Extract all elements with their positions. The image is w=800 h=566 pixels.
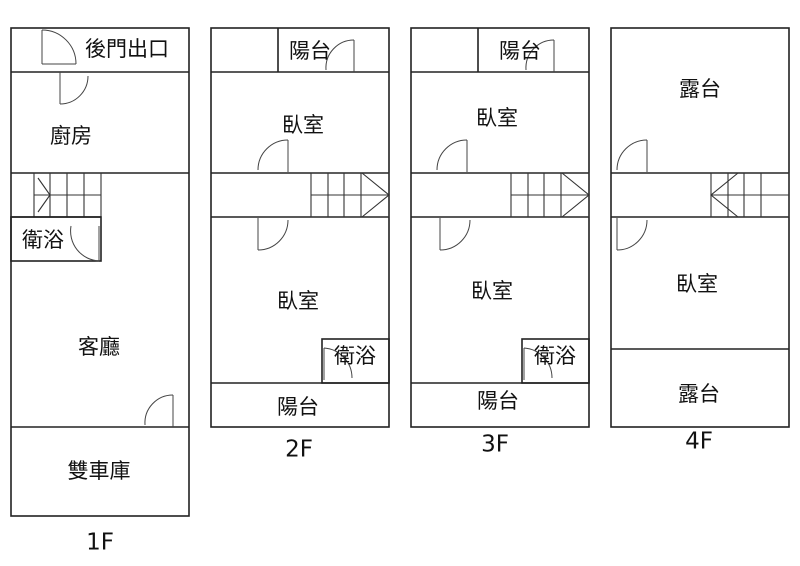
floor-label-4f: 4F — [685, 429, 713, 455]
stairs-4f — [710, 172, 790, 218]
door-icon — [436, 139, 468, 172]
door-icon — [59, 72, 89, 105]
stairs-3f — [510, 172, 590, 218]
door-icon — [616, 139, 648, 172]
room-label-terrace-top: 露台 — [679, 77, 721, 101]
room-label-bathroom: 衛浴 — [334, 344, 376, 368]
room-label-garage: 雙車庫 — [68, 459, 131, 483]
room-label-bathroom: 衛浴 — [22, 228, 64, 252]
door-icon — [144, 394, 174, 427]
floor-2-plan: 陽台 臥室 臥室 衛浴 陽台 2F — [210, 27, 390, 463]
room-label-balcony-bottom: 陽台 — [277, 395, 319, 419]
room-label-bedroom-top: 臥室 — [282, 113, 324, 137]
floor-4-plan: 露台 臥室 露台 4F — [610, 27, 790, 455]
room-label-bedroom-top: 臥室 — [476, 106, 518, 130]
floor-label-3f: 3F — [481, 432, 509, 458]
stairs-2f — [310, 172, 390, 218]
room-label-terrace-bottom: 露台 — [678, 382, 720, 406]
floor-label-1f: 1F — [86, 530, 114, 556]
room-label-balcony-bottom: 陽台 — [477, 389, 519, 413]
room-label-kitchen: 廚房 — [50, 124, 92, 148]
door-icon — [70, 225, 100, 262]
door-icon — [523, 347, 553, 380]
door-icon — [439, 218, 471, 251]
room-label-bedroom-bottom: 臥室 — [277, 289, 319, 313]
floor-label-2f: 2F — [285, 437, 313, 463]
room-label-back-door: 後門出口 — [85, 37, 169, 61]
room-label-bathroom: 衛浴 — [534, 344, 576, 368]
floor-3-plan: 陽台 臥室 臥室 衛浴 陽台 3F — [410, 27, 590, 458]
floor-1-plan: 後門出口 廚房 衛浴 客廳 雙車庫 1F — [10, 27, 190, 556]
door-icon — [257, 139, 289, 172]
room-label-balcony-top: 陽台 — [289, 39, 331, 63]
stairs-1f — [33, 172, 102, 218]
door-icon — [325, 39, 355, 72]
room-label-balcony-top: 陽台 — [499, 39, 541, 63]
room-label-living-room: 客廳 — [78, 335, 120, 359]
room-label-bedroom: 臥室 — [676, 272, 718, 296]
door-icon — [616, 218, 648, 251]
door-icon — [525, 39, 555, 72]
door-icon — [41, 29, 77, 65]
door-icon — [257, 218, 289, 251]
door-icon — [323, 347, 353, 380]
room-label-bedroom-bottom: 臥室 — [471, 279, 513, 303]
